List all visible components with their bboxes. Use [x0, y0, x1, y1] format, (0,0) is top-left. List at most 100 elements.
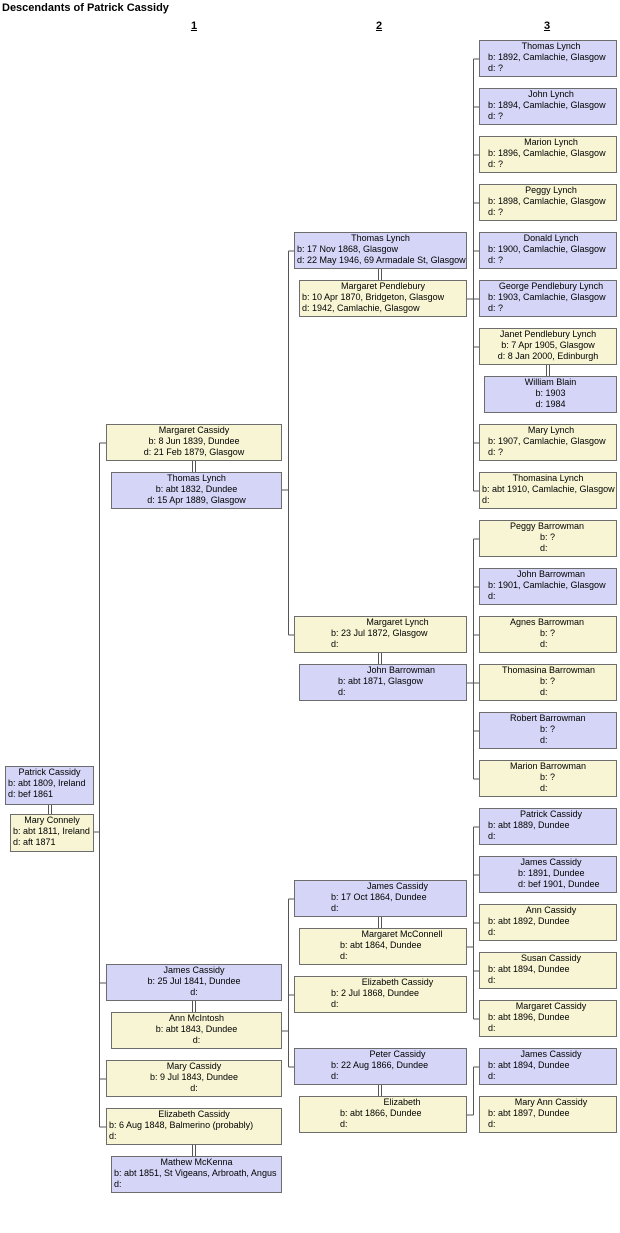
person-name: Margaret McConnell: [361, 929, 443, 939]
birth-line: b: 1900, Camlachie, Glasgow: [488, 244, 606, 254]
person-box-mathew-mckenna[interactable]: Mathew McKenna b: abt 1851, St Vigeans, …: [111, 1156, 282, 1193]
person-name: Peggy Lynch: [525, 185, 577, 195]
birth-line: b: 1898, Camlachie, Glasgow: [488, 196, 606, 206]
person-name: James Cassidy: [520, 857, 582, 867]
death-line: d:: [190, 987, 198, 997]
person-name: James Cassidy: [163, 965, 225, 975]
death-line: d:: [338, 687, 346, 697]
person-box-margaret-pendlebury[interactable]: Margaret Pendlebury b: 10 Apr 1870, Brid…: [299, 280, 467, 317]
death-line: d: 22 May 1946, 69 Armadale St, Glasgow: [297, 255, 466, 265]
death-line: d:: [192, 1035, 201, 1045]
person-box-elizabeth[interactable]: Elizabeth b: abt 1866, Dundee d:: [299, 1096, 467, 1133]
person-box-margaret-mcconnell[interactable]: Margaret McConnell b: abt 1864, Dundee d…: [299, 928, 467, 965]
person-box-susan-cassidy[interactable]: Susan Cassidy b: abt 1894, Dundee d:: [479, 952, 617, 989]
birth-line: b: abt 1832, Dundee: [155, 484, 238, 494]
person-box-william-blain[interactable]: William Blain b: 1903 d: 1984: [484, 376, 617, 413]
person-box-peggy-lynch[interactable]: Peggy Lynch b: 1898, Camlachie, Glasgow …: [479, 184, 617, 221]
person-box-mary-cassidy[interactable]: Mary Cassidy b: 9 Jul 1843, Dundee d:: [106, 1060, 282, 1097]
death-line: d:: [331, 999, 339, 1009]
column-header-3: 3: [543, 20, 551, 32]
person-box-elizabeth-cassidy[interactable]: Elizabeth Cassidy b: 2 Jul 1868, Dundee …: [294, 976, 467, 1013]
death-line: d: ?: [488, 63, 504, 73]
person-box-mary-lynch[interactable]: Mary Lynch b: 1907, Camlachie, Glasgow d…: [479, 424, 617, 461]
person-box-donald-lynch[interactable]: Donald Lynch b: 1900, Camlachie, Glasgow…: [479, 232, 617, 269]
birth-line: b: ?: [540, 532, 556, 542]
birth-line: b: 1894, Camlachie, Glasgow: [488, 100, 606, 110]
birth-line: b: 10 Apr 1870, Bridgeton, Glasgow: [302, 292, 445, 302]
death-line: d:: [540, 783, 548, 793]
person-name: Peter Cassidy: [369, 1049, 426, 1059]
person-box-james-cassidy[interactable]: James Cassidy b: 1891, Dundee d: bef 190…: [479, 856, 617, 893]
birth-line: b: abt 1864, Dundee: [340, 940, 422, 950]
birth-line: b: abt 1871, Glasgow: [338, 676, 424, 686]
birth-line: b: 22 Aug 1866, Dundee: [331, 1060, 429, 1070]
person-name: Peggy Barrowman: [510, 521, 585, 531]
person-box-james-cassidy[interactable]: James Cassidy b: abt 1894, Dundee d:: [479, 1048, 617, 1085]
person-box-robert-barrowman[interactable]: Robert Barrowman b: ? d:: [479, 712, 617, 749]
person-box-james-cassidy[interactable]: James Cassidy b: 25 Jul 1841, Dundee d:: [106, 964, 282, 1001]
death-line: d: bef 1861: [8, 789, 54, 799]
death-line: d:: [488, 975, 496, 985]
person-box-thomas-lynch[interactable]: Thomas Lynch b: abt 1832, Dundee d: 15 A…: [111, 472, 282, 509]
person-name: Marion Barrowman: [510, 761, 587, 771]
birth-line: b: abt 1843, Dundee: [155, 1024, 238, 1034]
person-box-thomas-lynch[interactable]: Thomas Lynch b: 1892, Camlachie, Glasgow…: [479, 40, 617, 77]
birth-line: b: abt 1897, Dundee: [488, 1108, 570, 1118]
birth-line: b: abt 1892, Dundee: [488, 916, 570, 926]
chart-title: Descendants of Patrick Cassidy: [2, 2, 169, 14]
person-box-margaret-lynch[interactable]: Margaret Lynch b: 23 Jul 1872, Glasgow d…: [294, 616, 467, 653]
person-name: Marion Lynch: [524, 137, 578, 147]
person-name: Mary Ann Cassidy: [514, 1097, 588, 1107]
birth-line: b: ?: [540, 724, 556, 734]
person-box-marion-barrowman[interactable]: Marion Barrowman b: ? d:: [479, 760, 617, 797]
birth-line: b: 1891, Dundee: [518, 868, 585, 878]
person-box-patrick-cassidy[interactable]: Patrick Cassidy b: abt 1809, Ireland d: …: [5, 766, 94, 805]
person-name: Patrick Cassidy: [18, 767, 81, 777]
column-header-1: 1: [190, 20, 198, 32]
person-box-margaret-cassidy[interactable]: Margaret Cassidy b: 8 Jun 1839, Dundee d…: [106, 424, 282, 461]
death-line: d:: [488, 1023, 496, 1033]
person-box-peter-cassidy[interactable]: Peter Cassidy b: 22 Aug 1866, Dundee d:: [294, 1048, 467, 1085]
person-box-john-lynch[interactable]: John Lynch b: 1894, Camlachie, Glasgow d…: [479, 88, 617, 125]
person-box-thomasina-barrowman[interactable]: Thomasina Barrowman b: ? d:: [479, 664, 617, 701]
person-name: Thomasina Barrowman: [502, 665, 596, 675]
death-line: d:: [482, 495, 490, 505]
person-box-james-cassidy[interactable]: James Cassidy b: 17 Oct 1864, Dundee d:: [294, 880, 467, 917]
death-line: d:: [340, 1119, 348, 1129]
person-name: Margaret Cassidy: [515, 1001, 587, 1011]
person-box-thomas-lynch[interactable]: Thomas Lynch b: 17 Nov 1868, Glasgow d: …: [294, 232, 467, 269]
person-name: Ann Cassidy: [525, 905, 577, 915]
person-name: William Blain: [524, 377, 577, 387]
birth-line: b: 2 Jul 1868, Dundee: [331, 988, 420, 998]
person-box-margaret-cassidy[interactable]: Margaret Cassidy b: abt 1896, Dundee d:: [479, 1000, 617, 1037]
birth-line: b: 9 Jul 1843, Dundee: [149, 1072, 239, 1082]
person-name: Patrick Cassidy: [519, 809, 582, 819]
person-box-thomasina-lynch[interactable]: Thomasina Lynch b: abt 1910, Camlachie, …: [479, 472, 617, 509]
birth-line: b: 23 Jul 1872, Glasgow: [331, 628, 428, 638]
person-box-john-barrowman[interactable]: John Barrowman b: 1901, Camlachie, Glasg…: [479, 568, 617, 605]
person-name: Agnes Barrowman: [510, 617, 585, 627]
death-line: d:: [488, 831, 496, 841]
person-box-mary-connely[interactable]: Mary Connely b: abt 1811, Ireland d: aft…: [10, 814, 94, 852]
person-name: James Cassidy: [366, 881, 429, 891]
person-name: Mary Cassidy: [166, 1061, 222, 1071]
person-box-mary-ann-cassidy[interactable]: Mary Ann Cassidy b: abt 1897, Dundee d:: [479, 1096, 617, 1133]
person-name: John Barrowman: [516, 569, 586, 579]
death-line: d: 1984: [535, 399, 566, 409]
person-name: Robert Barrowman: [510, 713, 586, 723]
birth-line: b: 1896, Camlachie, Glasgow: [488, 148, 606, 158]
person-box-ann-mcintosh[interactable]: Ann McIntosh b: abt 1843, Dundee d:: [111, 1012, 282, 1049]
person-box-george-pendlebury-lynch[interactable]: George Pendlebury Lynch b: 1903, Camlach…: [479, 280, 617, 317]
person-box-john-barrowman[interactable]: John Barrowman b: abt 1871, Glasgow d:: [299, 664, 467, 701]
person-box-patrick-cassidy[interactable]: Patrick Cassidy b: abt 1889, Dundee d:: [479, 808, 617, 845]
person-box-elizabeth-cassidy[interactable]: Elizabeth Cassidy b: 6 Aug 1848, Balmeri…: [106, 1108, 282, 1145]
person-box-agnes-barrowman[interactable]: Agnes Barrowman b: ? d:: [479, 616, 617, 653]
birth-line: b: abt 1811, Ireland: [13, 826, 90, 836]
death-line: d: aft 1871: [13, 837, 56, 847]
person-box-peggy-barrowman[interactable]: Peggy Barrowman b: ? d:: [479, 520, 617, 557]
person-box-janet-pendlebury-lynch[interactable]: Janet Pendlebury Lynch b: 7 Apr 1905, Gl…: [479, 328, 617, 365]
person-name: Donald Lynch: [523, 233, 579, 243]
person-box-marion-lynch[interactable]: Marion Lynch b: 1896, Camlachie, Glasgow…: [479, 136, 617, 173]
person-box-ann-cassidy[interactable]: Ann Cassidy b: abt 1892, Dundee d:: [479, 904, 617, 941]
